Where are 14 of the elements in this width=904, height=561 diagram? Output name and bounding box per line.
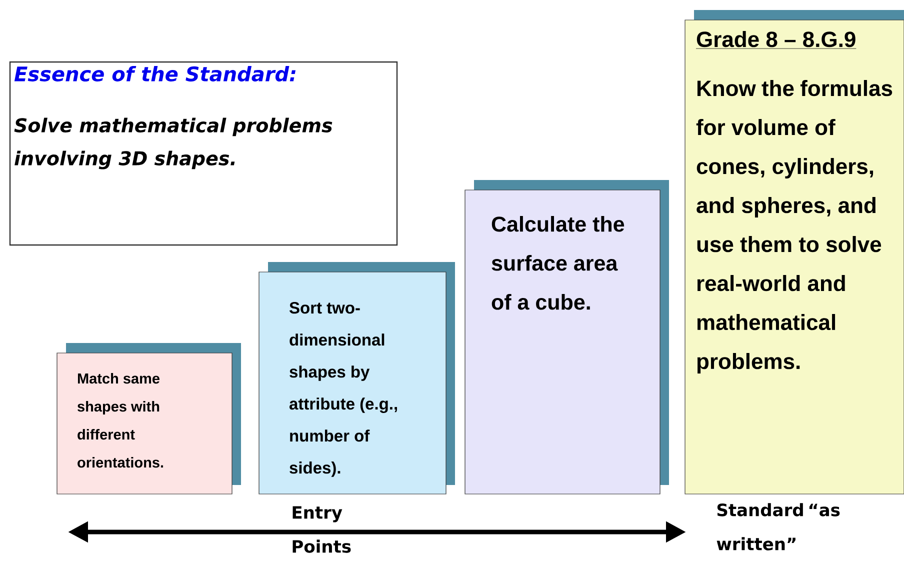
body-text: Calculate the surface area of a cube. bbox=[492, 216, 624, 310]
text-box bbox=[9, 61, 398, 246]
step-box bbox=[464, 180, 669, 494]
heading-text: Essence of the Standard: bbox=[14, 66, 296, 82]
body-text: Match same shapes with different orientations. bbox=[78, 373, 164, 468]
heading-text: Grade 8 – 8.G.9 bbox=[696, 31, 856, 49]
step-box bbox=[56, 343, 241, 494]
body-text: Know the formulas for volume of cones, cylinders, and spheres, and use them to solve real-world and mathematical problems. bbox=[696, 80, 892, 374]
body-text: Sort two-dimensional shapes by attribute (e.g., number of sides). bbox=[289, 302, 397, 477]
axis-label: Entry Points bbox=[292, 506, 351, 553]
step-box bbox=[684, 10, 904, 494]
axis-label: Standard “as written” bbox=[716, 503, 840, 550]
body-text: Solve mathematical problems involving 3D shapes. bbox=[14, 118, 332, 170]
step-box bbox=[258, 262, 455, 494]
